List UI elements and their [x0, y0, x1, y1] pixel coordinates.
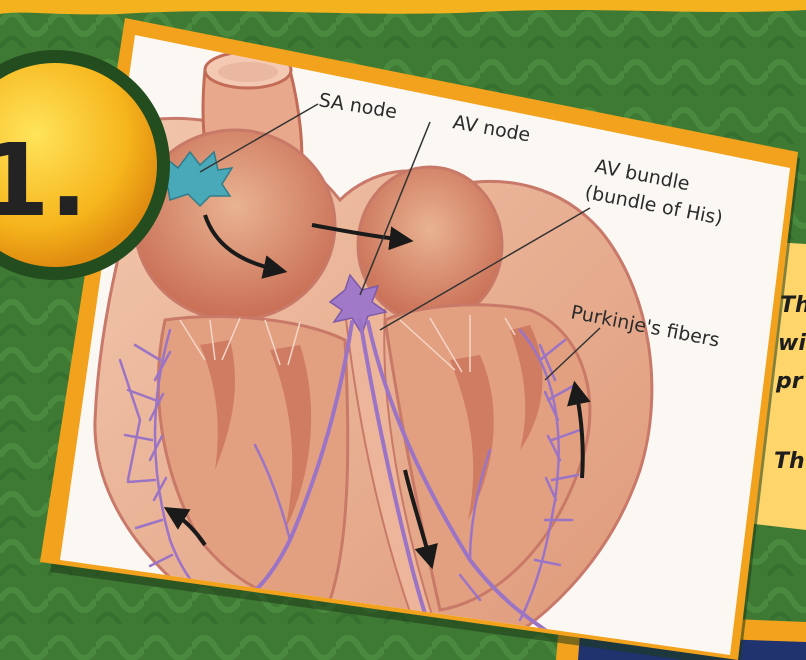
- side-note-line-2: wi: [778, 331, 806, 356]
- side-note-line-3: pr: [775, 369, 804, 394]
- side-note-line-4: Th: [774, 449, 805, 474]
- side-note-line-1: Th: [780, 293, 806, 318]
- badge-number: 1.: [0, 122, 88, 239]
